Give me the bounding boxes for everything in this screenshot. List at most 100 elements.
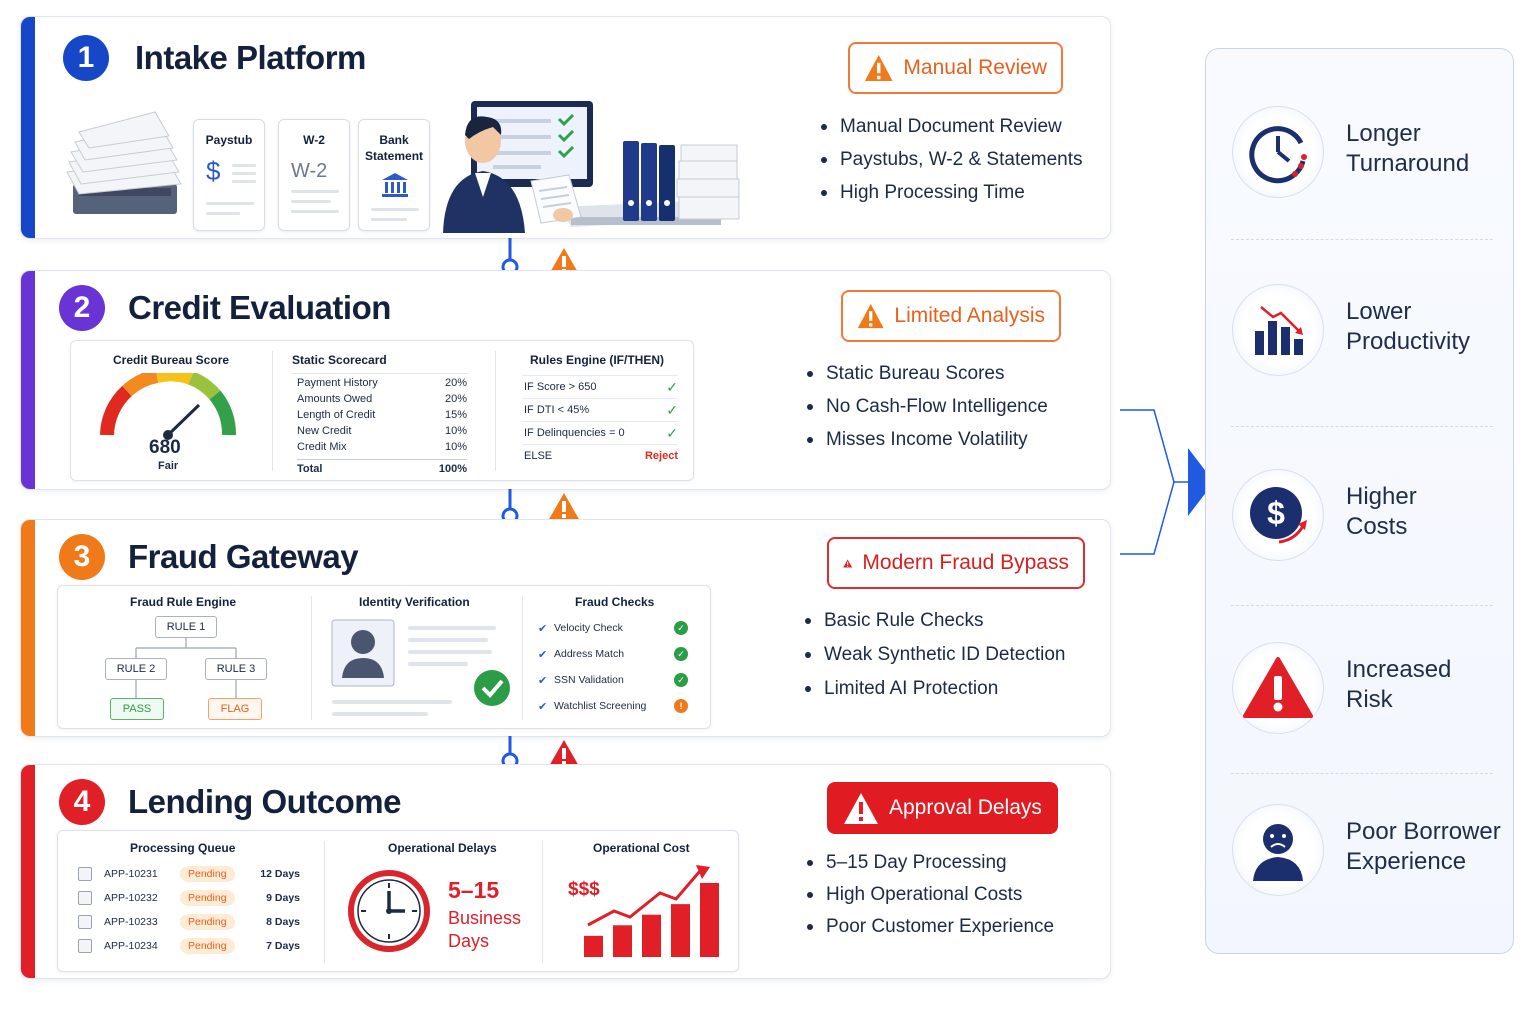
impact-bracket-arrow <box>1120 409 1214 555</box>
bullet-item: 5–15 Day Processing <box>807 847 1054 879</box>
table-row: IF Score > 650✓ <box>522 375 678 398</box>
document-title: W-2 <box>303 133 325 147</box>
stage-accent-bar <box>21 17 35 238</box>
status-badge: Pending <box>180 866 235 882</box>
rule-node: RULE 1 <box>155 616 217 638</box>
stage-fraud-gateway: 3 Fraud Gateway Fraud Rule Engine RULE 1… <box>20 519 1111 737</box>
impact-line: Poor Borrower <box>1346 818 1501 845</box>
stage-accent-bar <box>21 271 35 489</box>
table-row: APP-10234 Pending 7 Days <box>78 934 300 958</box>
approval-delays-badge: Approval Delays <box>827 782 1058 834</box>
success-icon: ✓ <box>674 621 688 635</box>
table-row: APP-10232 Pending 9 Days <box>78 886 300 910</box>
reviewer-at-computer-illustration <box>443 101 740 233</box>
impact-line: Experience <box>1346 848 1467 875</box>
bullet-item: Poor Customer Experience <box>807 911 1054 943</box>
badge-label: Limited Analysis <box>894 304 1045 327</box>
list-item: ✔ Velocity Check ✓ <box>538 615 688 641</box>
queue-table: APP-10231 Pending 12 Days APP-10232 Pend… <box>78 862 300 958</box>
warning-icon <box>864 55 893 81</box>
alert-icon: ! <box>674 699 688 713</box>
delay-unit: Business <box>448 908 522 928</box>
success-icon: ✓ <box>674 647 688 661</box>
impact-line: Turnaround <box>1346 150 1470 177</box>
check-icon: ✓ <box>666 378 678 395</box>
status-badge: Pending <box>180 914 235 930</box>
declining-bars-icon <box>1255 306 1303 355</box>
stage-accent-bar <box>21 765 35 978</box>
paper-stack-icon <box>66 111 182 214</box>
warning-icon <box>548 740 580 768</box>
stage-number: 4 <box>59 779 105 825</box>
document-bank-statement: Bank Statement <box>358 119 430 231</box>
scorecard-title: Static Scorecard <box>292 353 387 367</box>
bullet-item: Basic Rule Checks <box>805 604 1065 638</box>
reject-label: Reject <box>644 450 678 462</box>
stage-number: 1 <box>63 35 109 81</box>
warning-icon <box>1243 657 1313 718</box>
check-icon: ✓ <box>666 401 678 418</box>
document-paystub: Paystub $ <box>193 119 265 231</box>
badge-label: Modern Fraud Bypass <box>862 551 1069 574</box>
flag-node: FLAG <box>208 698 262 720</box>
stage-credit-evaluation: 2 Credit Evaluation Credit Bureau Score … <box>20 270 1111 490</box>
delay-range: 5–15 <box>448 877 500 903</box>
table-row: IF Delinquencies = 0✓ <box>522 421 678 444</box>
cost-bar <box>671 904 690 957</box>
status-badge: Pending <box>180 890 235 906</box>
table-row: APP-10231 Pending 12 Days <box>78 862 300 886</box>
stage-bullets: Static Bureau Scores No Cash-Flow Intell… <box>807 357 1048 456</box>
impact-line: Productivity <box>1346 328 1471 355</box>
check-icon: ✓ <box>666 424 678 441</box>
document-title: Paystub <box>205 133 253 147</box>
rules-table: IF Score > 650✓ IF DTI < 45%✓ IF Delinqu… <box>522 375 678 467</box>
stage-title: Fraud Gateway <box>128 538 359 575</box>
bullet-item: High Processing Time <box>821 176 1083 209</box>
rising-cost-chart <box>584 865 719 957</box>
list-item: ✔ Watchlist Screening ! <box>538 693 688 719</box>
cost-bar <box>584 935 603 957</box>
cost-bar <box>613 925 632 957</box>
clock-icon <box>1249 126 1307 184</box>
bullet-item: Weak Synthetic ID Detection <box>805 638 1065 672</box>
document-icon <box>78 915 92 929</box>
impact-line: Increased <box>1346 656 1452 683</box>
rule-tree-lines <box>135 638 237 698</box>
dollar-icon: $ <box>206 156 221 186</box>
cost-bar <box>642 914 661 957</box>
stage-bullets: Basic Rule Checks Weak Synthetic ID Dete… <box>805 604 1065 706</box>
success-icon: ✓ <box>674 673 688 687</box>
delay-unit: Days <box>448 931 490 951</box>
stage-intake-platform: 1 Intake Platform Paystub $ W-2 W-2 Bank… <box>20 16 1111 239</box>
id-card-icon <box>331 619 510 716</box>
document-icon <box>78 867 92 881</box>
impact-line: Costs <box>1346 513 1408 540</box>
pass-node: PASS <box>110 698 164 720</box>
limited-analysis-badge: Limited Analysis <box>841 290 1061 342</box>
bank-icon <box>382 173 408 197</box>
stage-number: 3 <box>59 534 105 580</box>
bullet-item: Paystubs, W-2 & Statements <box>821 143 1083 176</box>
credit-gauge-icon <box>100 373 236 440</box>
badge-label: Approval Delays <box>889 796 1042 819</box>
rule-node: RULE 3 <box>205 658 267 680</box>
list-item: ✔ Address Match ✓ <box>538 641 688 667</box>
fraud-checks-list: ✔ Velocity Check ✓ ✔ Address Match ✓ ✔ S… <box>538 615 688 719</box>
bureau-title: Credit Bureau Score <box>113 353 230 367</box>
bullet-item: Static Bureau Scores <box>807 357 1048 390</box>
stage-bullets: Manual Document Review Paystubs, W-2 & S… <box>821 110 1083 209</box>
stage-title: Credit Evaluation <box>128 289 391 326</box>
identity-verification-title: Identity Verification <box>359 595 470 609</box>
cost-bar <box>700 883 719 957</box>
